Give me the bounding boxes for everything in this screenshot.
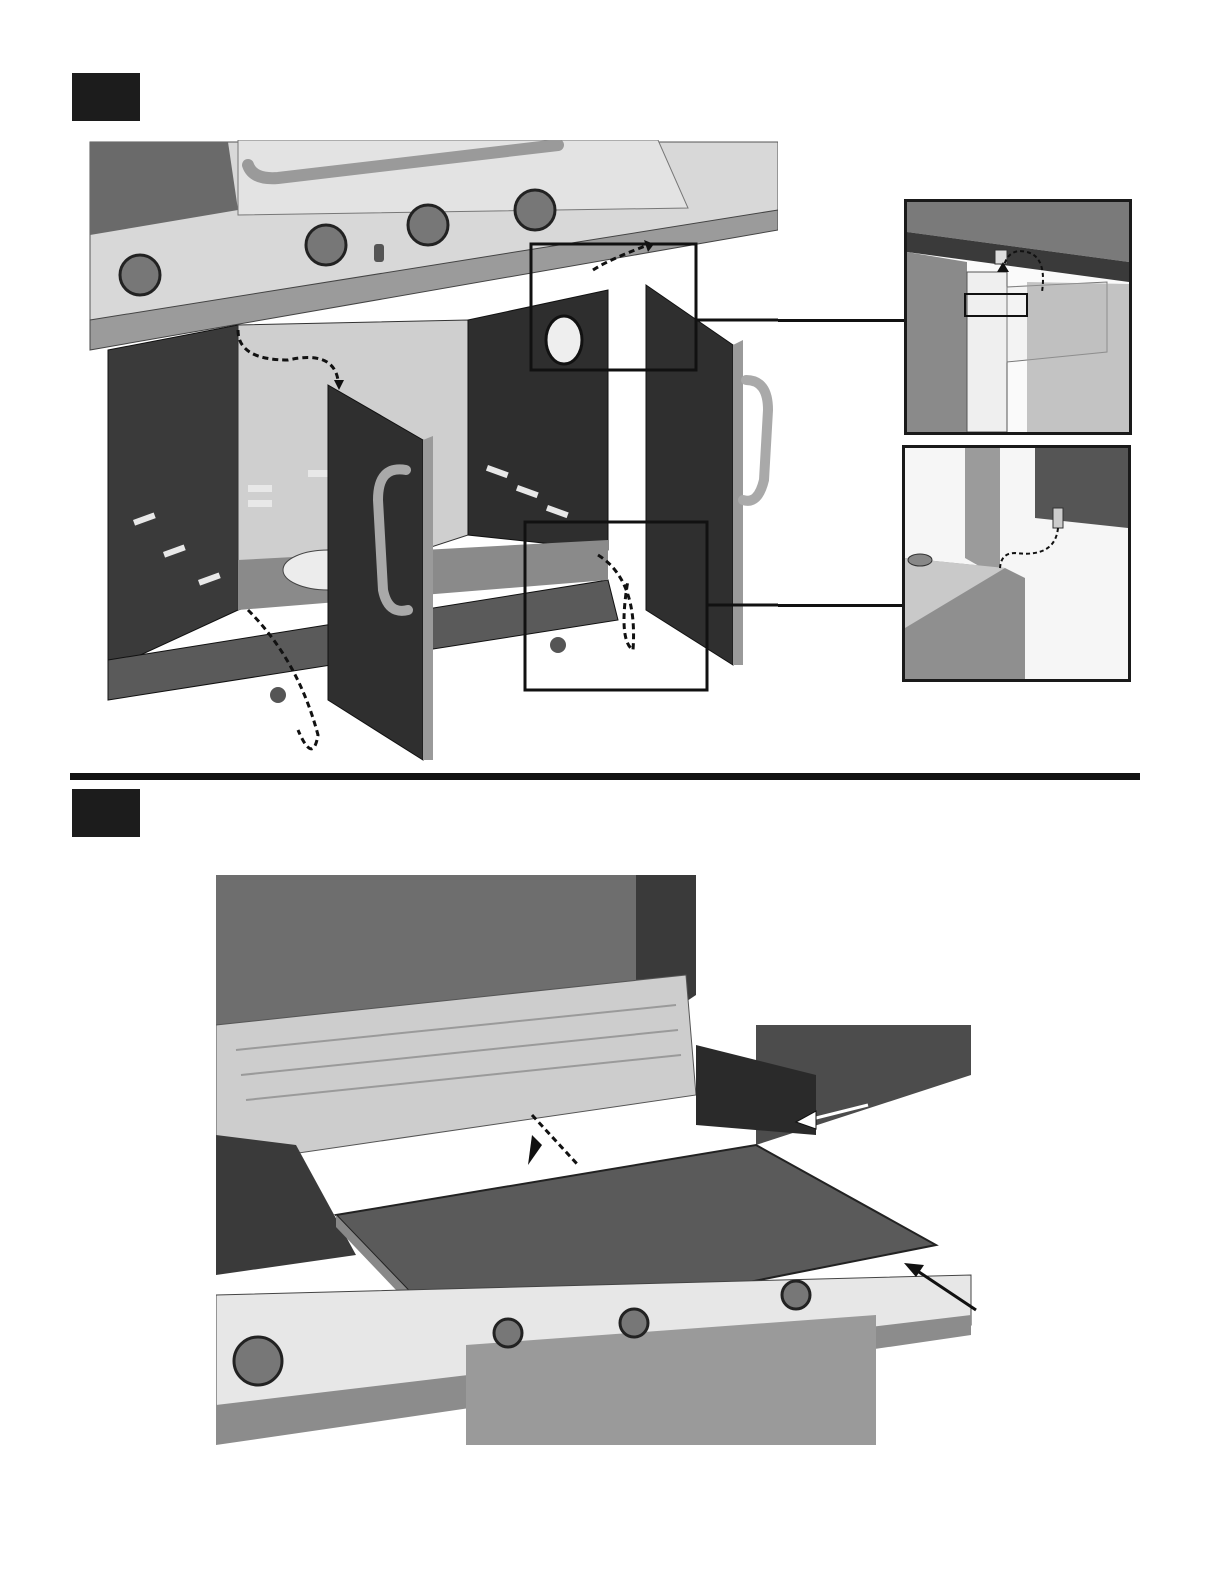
- left-cabinet-door: [328, 385, 433, 760]
- step-1-badge: [72, 73, 140, 121]
- cabinet-doors-drawing: [88, 140, 778, 765]
- section-divider: [70, 773, 1140, 780]
- upper-hinge-detail: [904, 199, 1132, 435]
- warming-rack-illustration: [216, 875, 986, 1445]
- step-2-badge: [72, 789, 140, 837]
- leader-line-upper: [778, 319, 904, 322]
- leader-line-lower: [778, 604, 904, 607]
- lower-hinge-detail: [902, 445, 1131, 682]
- cabinet-doors-illustration: [88, 140, 778, 765]
- warming-rack-drawing: [216, 875, 986, 1445]
